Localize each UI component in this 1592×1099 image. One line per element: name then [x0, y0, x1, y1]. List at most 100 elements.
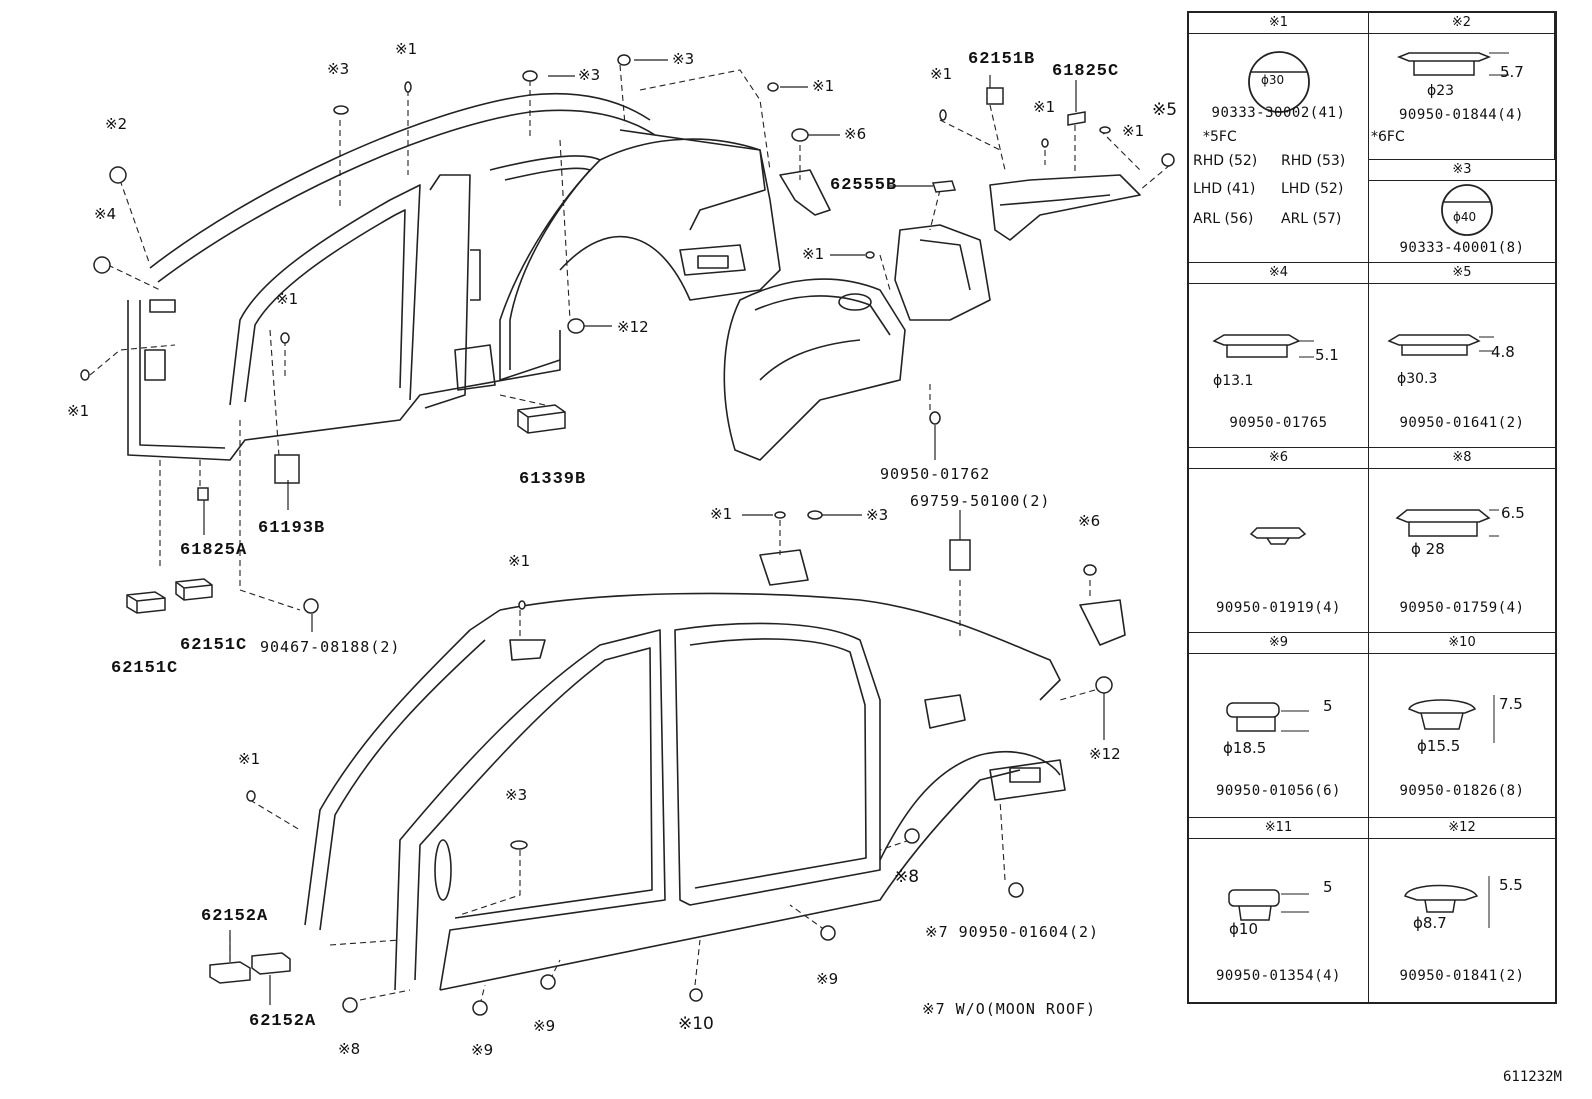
part-label-69759: 69759-50100(2) — [910, 492, 1051, 510]
ref-mark-5: ※5 — [1152, 100, 1178, 120]
dim-diameter: ϕ8.7 — [1413, 914, 1447, 932]
table-cell-2: ※2 5.7 ϕ23 90950-01844(4) *6FC — [1369, 13, 1555, 160]
spec-lhd-5: LHD (41) — [1193, 181, 1256, 197]
part-label-62151C-b: 62151C — [180, 636, 248, 655]
dim-height: 4.8 — [1491, 343, 1515, 361]
dim-height: 6.5 — [1501, 504, 1525, 522]
part-label-61339B: 61339B — [519, 470, 587, 489]
table-cell-5: ※5 4.8 ϕ30.3 90950-01641(2) — [1369, 263, 1555, 448]
ref-mark-1: ※1 — [710, 505, 733, 523]
part-number: 90950-01841(2) — [1399, 968, 1525, 984]
part-number: 90950-01765 — [1229, 415, 1328, 431]
cell-head: ※2 — [1369, 13, 1554, 34]
cell-head: ※3 — [1369, 160, 1555, 181]
cell-head: ※6 — [1189, 448, 1368, 469]
plug-profile-icon — [1395, 509, 1499, 537]
part-label-62152A-b: 62152A — [249, 1012, 317, 1031]
dim-diameter: ϕ18.5 — [1223, 739, 1267, 757]
table-cell-6: ※6 90950-01919(4) — [1189, 448, 1369, 633]
ref-mark-11: ※12 — [617, 318, 649, 336]
ref-mark-9: ※9 — [471, 1041, 494, 1059]
ref-mark-3: ※3 — [505, 786, 528, 804]
part-number: 90950-01354(4) — [1215, 968, 1341, 984]
ref-mark-4: ※4 — [94, 205, 117, 223]
ref-mark-3: ※3 — [578, 66, 601, 84]
ref-mark-3: ※3 — [327, 60, 350, 78]
spec-6fc: *6FC — [1371, 129, 1405, 145]
dim-height: 5.5 — [1499, 876, 1523, 894]
plug-profile-icon — [1404, 876, 1490, 928]
hole-plug-icon — [1248, 51, 1310, 113]
ref-mark-3: ※3 — [866, 506, 889, 524]
cell-head: ※4 — [1189, 263, 1368, 284]
dim-height: 5 — [1323, 697, 1333, 715]
ref-mark-1: ※1 — [508, 552, 531, 570]
hole-plug-icon — [1441, 184, 1493, 236]
spec-arl-5: ARL (56) — [1193, 211, 1254, 227]
ref-mark-1: ※1 — [276, 290, 299, 308]
ref-mark-1: ※1 — [812, 77, 835, 95]
dim-diameter: ϕ15.5 — [1417, 737, 1461, 755]
dim-diameter: ϕ30.3 — [1397, 371, 1438, 387]
ref-mark-1: ※1 — [395, 40, 418, 58]
dim-diameter: ϕ13.1 — [1213, 373, 1254, 389]
part-label-61193B: 61193B — [258, 519, 326, 538]
part-number: 90950-01844(4) — [1398, 107, 1524, 123]
diagram-code: 611232M — [1502, 1069, 1562, 1085]
part-number: 90333-40001(8) — [1399, 240, 1525, 256]
ref-mark-1: ※1 — [67, 402, 90, 420]
part-number: 90950-01056(6) — [1215, 783, 1341, 799]
upper-side-panel — [127, 92, 781, 461]
spec-rhd-6: RHD (53) — [1281, 153, 1346, 169]
cell-head: ※5 — [1369, 263, 1555, 284]
table-cell-3: ※3 ϕ40 90333-40001(8) — [1369, 160, 1555, 263]
ref-mark-9: ※9 — [533, 1017, 556, 1035]
table-cell-8: ※8 6.5 ϕ 28 90950-01759(4) — [1369, 448, 1555, 633]
plug-profile-icon — [1226, 702, 1309, 732]
part-label-62152A-a: 62152A — [201, 907, 269, 926]
dim-height: 5.7 — [1500, 63, 1524, 81]
fastener-spec-table: ※1 ϕ30 90333-30002(41) *5FC RHD (52) LHD… — [1187, 11, 1557, 1004]
ref-mark-6: ※6 — [1078, 512, 1101, 530]
part-label-90950-01604: ※7 90950-01604(2) — [925, 923, 1100, 941]
plug-profile-icon — [1387, 334, 1494, 356]
part-number: 90950-01641(2) — [1399, 415, 1525, 431]
ref-mark-1: ※1 — [930, 65, 953, 83]
table-cell-1: ※1 ϕ30 90333-30002(41) *5FC RHD (52) LHD… — [1189, 13, 1369, 263]
part-number: 90333-30002(41) — [1211, 105, 1346, 121]
ref-mark-8: ※8 — [338, 1040, 361, 1058]
clip-profile-icon — [1249, 527, 1307, 545]
lower-outer-side — [304, 549, 1126, 991]
ref-mark-3: ※3 — [672, 50, 695, 68]
cell-head: ※9 — [1189, 633, 1368, 654]
spec-lhd-6: LHD (52) — [1281, 181, 1344, 197]
cell-head: ※12 — [1369, 818, 1555, 839]
ref-mark-1: ※1 — [1033, 98, 1056, 116]
ref-mark-2: ※2 — [105, 115, 128, 133]
ref-mark-8: ※8 — [894, 867, 920, 887]
ref-mark-1: ※1 — [802, 245, 825, 263]
part-label-61825C: 61825C — [1052, 62, 1120, 81]
table-cell-10: ※10 7.5 ϕ15.5 90950-01826(8) — [1369, 633, 1555, 818]
part-number: 90950-01759(4) — [1399, 600, 1525, 616]
ref-mark-9: ※9 — [816, 970, 839, 988]
cell-head: ※11 — [1189, 818, 1368, 839]
plug-profile-icon — [1228, 889, 1309, 921]
spec-rhd-5: RHD (52) — [1193, 153, 1258, 169]
ref-mark-6: ※6 — [844, 125, 867, 143]
dim-diameter: ϕ 28 — [1411, 540, 1445, 558]
dim-diameter: ϕ40 — [1453, 210, 1477, 224]
ref-mark-12: ※12 — [1089, 745, 1121, 763]
part-label-90467: 90467-08188(2) — [260, 638, 401, 656]
dim-height: 5 — [1323, 878, 1333, 896]
dim-height: 7.5 — [1499, 695, 1523, 713]
part-label-62151B: 62151B — [968, 50, 1036, 69]
part-label-62151C-a: 62151C — [111, 659, 179, 678]
dim-diameter: ϕ30 — [1261, 73, 1285, 87]
part-label-62555B: 62555B — [830, 176, 898, 195]
dim-diameter: ϕ23 — [1427, 83, 1455, 99]
dim-height: 5.1 — [1315, 346, 1339, 364]
spec-5fc: *5FC — [1203, 129, 1237, 145]
plug-profile-icon — [1408, 695, 1495, 743]
